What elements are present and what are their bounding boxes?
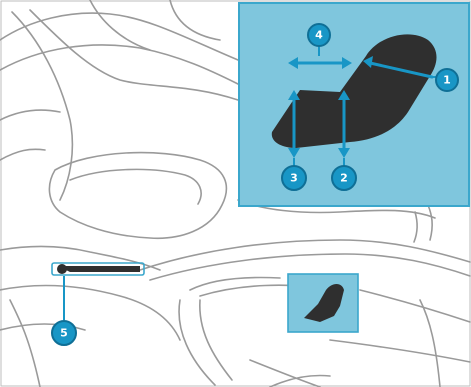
callout-1-label: 1 [443,74,451,87]
callout-2-label: 2 [340,172,348,185]
callout-5: 5 [52,321,76,345]
small-seat-switch [288,274,358,332]
callout-3-label: 3 [290,172,298,185]
callout-4: 4 [308,24,330,46]
callout-3: 3 [282,166,306,190]
callout-2: 2 [332,166,356,190]
callout-1: 1 [436,69,458,91]
callout-4-label: 4 [315,29,323,42]
callout-5-label: 5 [60,327,68,340]
